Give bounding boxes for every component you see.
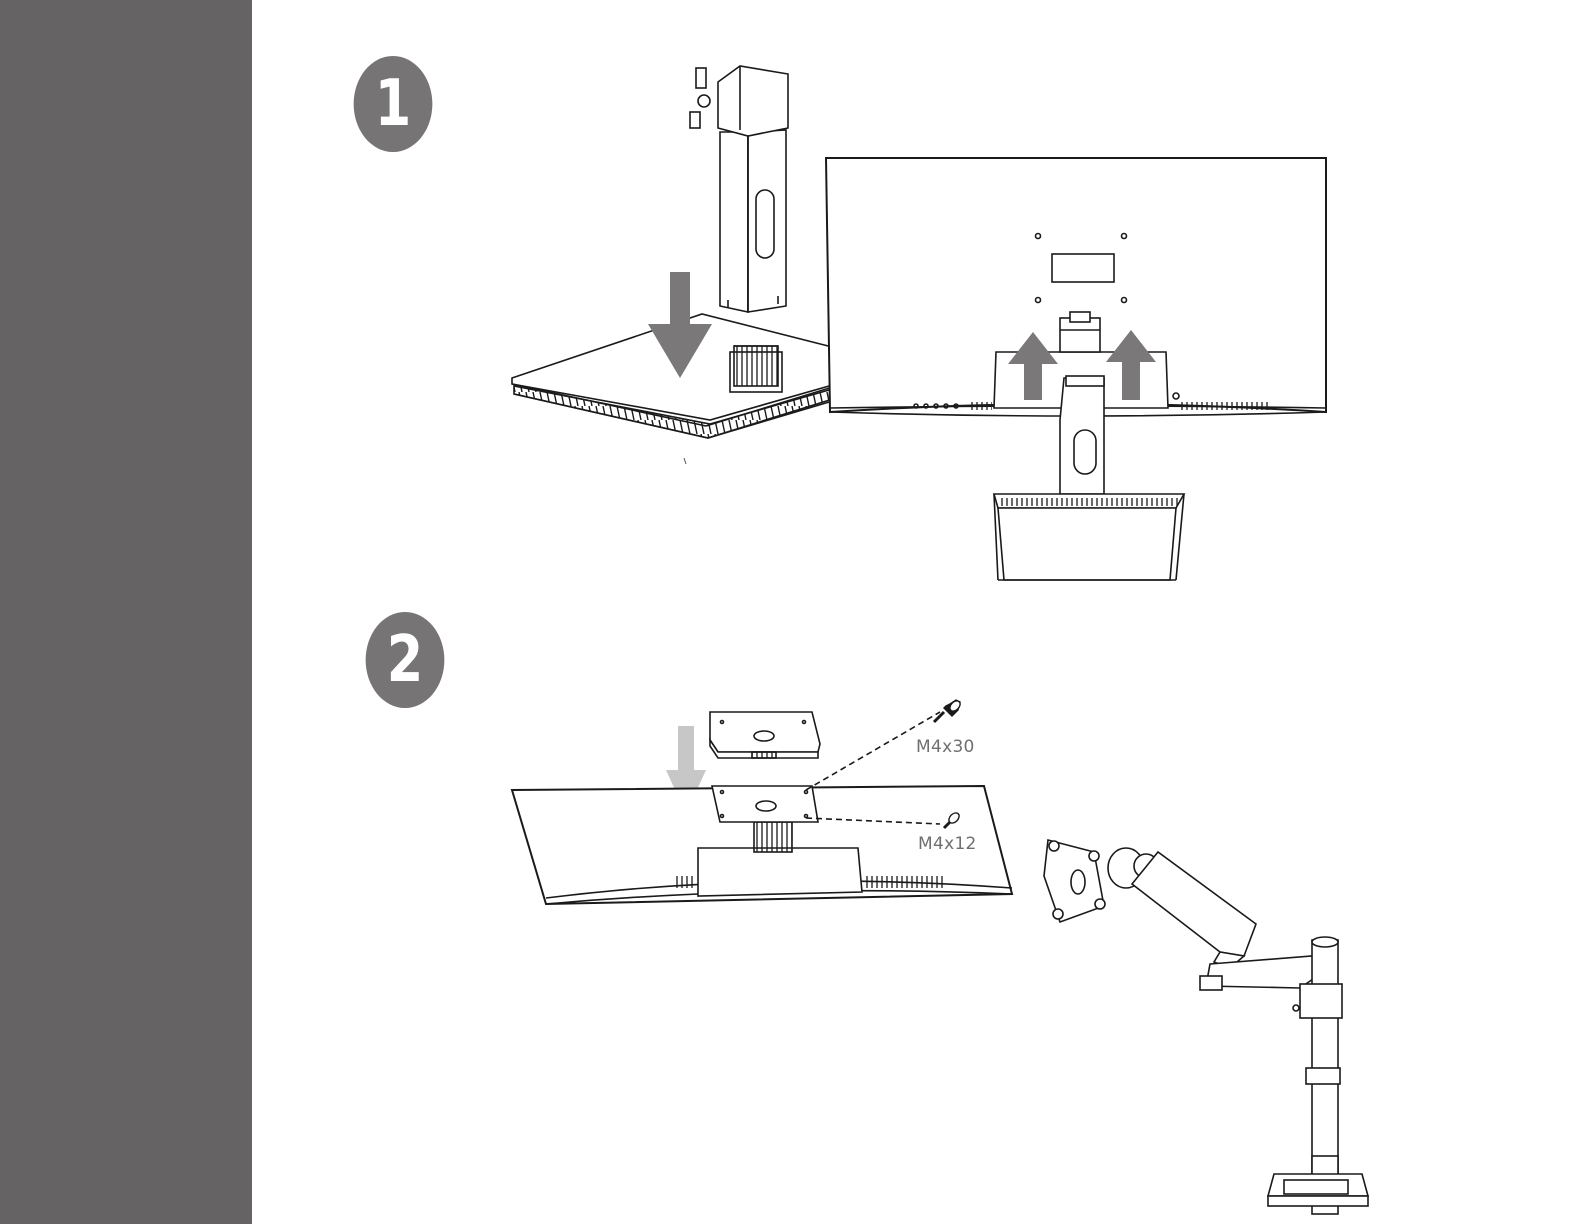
monitor-arm bbox=[1044, 840, 1368, 1214]
screw-icon bbox=[934, 699, 962, 722]
stand-neck bbox=[690, 66, 788, 312]
screw-label-m4x30: M4x30 bbox=[916, 737, 975, 757]
screw-label-m4x12: M4x12 bbox=[918, 834, 977, 854]
vesa-plate bbox=[710, 712, 820, 758]
